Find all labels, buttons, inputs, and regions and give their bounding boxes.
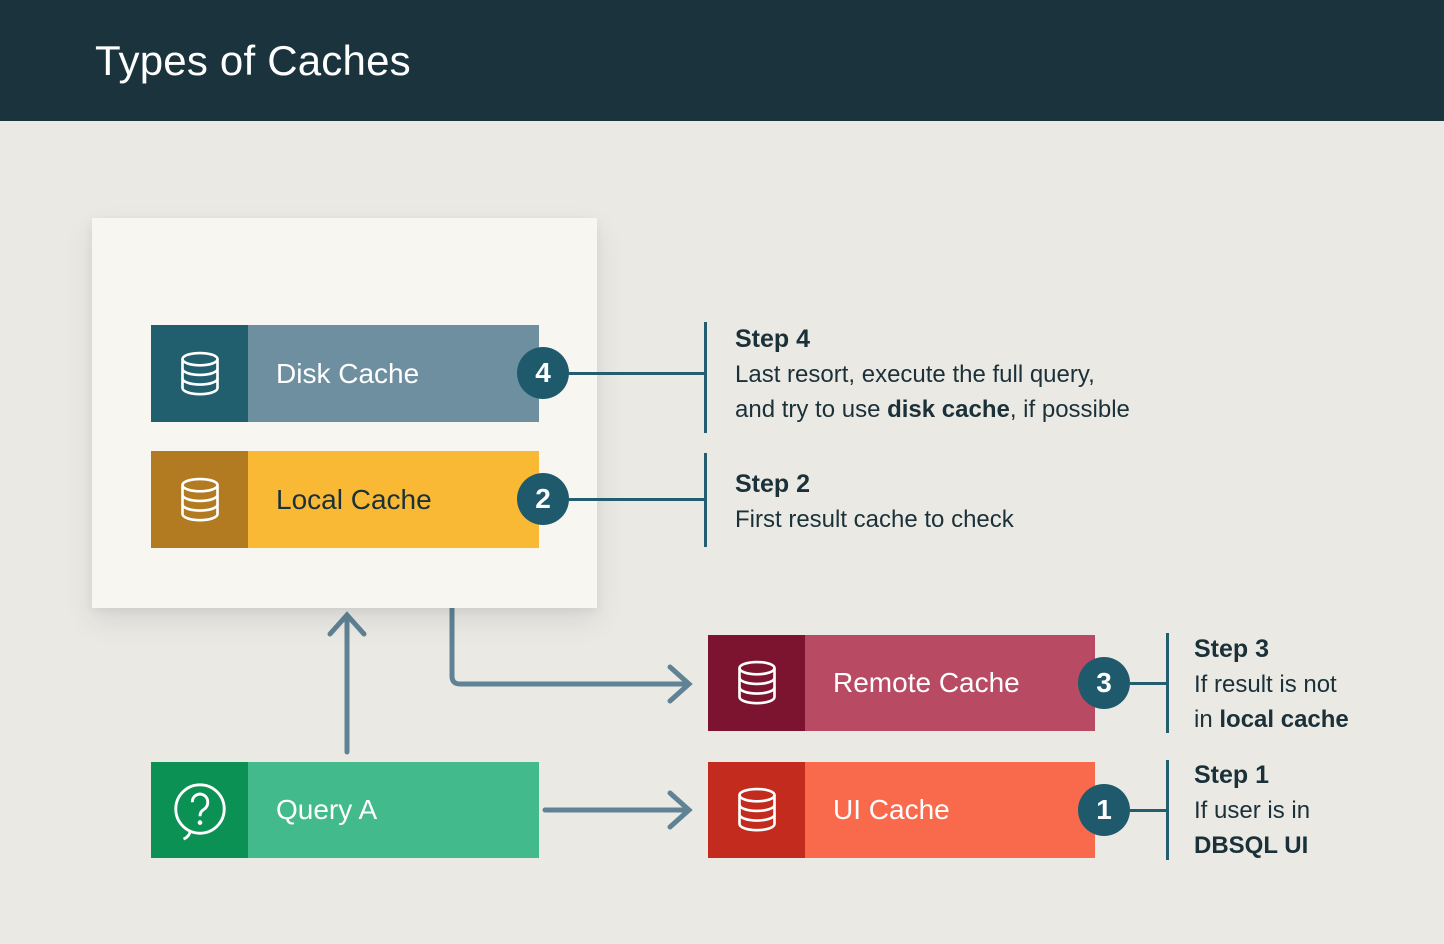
database-icon bbox=[151, 325, 248, 422]
step-1-rule bbox=[1166, 760, 1169, 860]
step-3-annotation: Step 3 If result is not in local cache bbox=[1194, 632, 1349, 737]
step-3-title: Step 3 bbox=[1194, 635, 1270, 663]
step-4-line-2: and try to use disk cache, if possible bbox=[735, 396, 1130, 423]
step-2-title: Step 2 bbox=[735, 470, 811, 498]
database-icon bbox=[708, 762, 805, 858]
step-1-line-1: If user is in bbox=[1194, 797, 1311, 824]
arrow-query-to-warehouse bbox=[327, 611, 367, 755]
step-1-annotation: Step 1 If user is in DBSQL UI bbox=[1194, 758, 1310, 863]
connector-step-3 bbox=[1130, 682, 1167, 685]
step-badge-1: 1 bbox=[1078, 784, 1130, 836]
step-4-title: Step 4 bbox=[735, 325, 811, 353]
step-2-line-1: First result cache to check bbox=[735, 506, 1014, 533]
step-3-line-2: in local cache bbox=[1194, 706, 1349, 733]
connector-step-4 bbox=[568, 372, 705, 375]
arrow-query-to-ui bbox=[542, 790, 693, 830]
cache-bar-ui: UI Cache 1 bbox=[708, 762, 1130, 858]
step-badge-2: 2 bbox=[517, 473, 569, 525]
step-3-rule bbox=[1166, 633, 1169, 733]
step-2-annotation: Step 2 First result cache to check bbox=[735, 467, 1014, 537]
step-badge-4: 4 bbox=[517, 347, 569, 399]
question-mark-icon bbox=[151, 762, 248, 858]
bar-label: UI Cache bbox=[833, 794, 950, 825]
bar-label: Query A bbox=[276, 794, 378, 825]
step-4-annotation: Step 4 Last resort, execute the full que… bbox=[735, 322, 1130, 427]
page-title: Types of Caches bbox=[95, 36, 411, 84]
step-4-line-1: Last resort, execute the full query, bbox=[735, 361, 1095, 388]
cache-bar-remote: Remote Cache 3 bbox=[708, 635, 1130, 731]
query-bar: Query A bbox=[151, 762, 539, 858]
bar-label: Disk Cache bbox=[276, 357, 420, 389]
step-2-rule bbox=[704, 453, 707, 547]
step-1-line-2: DBSQL UI bbox=[1194, 832, 1309, 859]
step-1-title: Step 1 bbox=[1194, 761, 1270, 789]
connector-step-1 bbox=[1130, 809, 1167, 812]
cache-bar-disk: Disk Cache 4 bbox=[151, 325, 569, 422]
bar-label: Local Cache bbox=[276, 483, 432, 515]
header-bar: Types of Caches bbox=[0, 0, 1444, 121]
connector-step-2 bbox=[568, 498, 705, 501]
bar-label: Remote Cache bbox=[833, 667, 1020, 698]
cache-bar-local: Local Cache 2 bbox=[151, 451, 569, 548]
database-icon bbox=[708, 635, 805, 731]
step-4-rule bbox=[704, 322, 707, 433]
step-3-line-1: If result is not bbox=[1194, 671, 1337, 698]
step-badge-3: 3 bbox=[1078, 657, 1130, 709]
database-icon bbox=[151, 451, 248, 548]
